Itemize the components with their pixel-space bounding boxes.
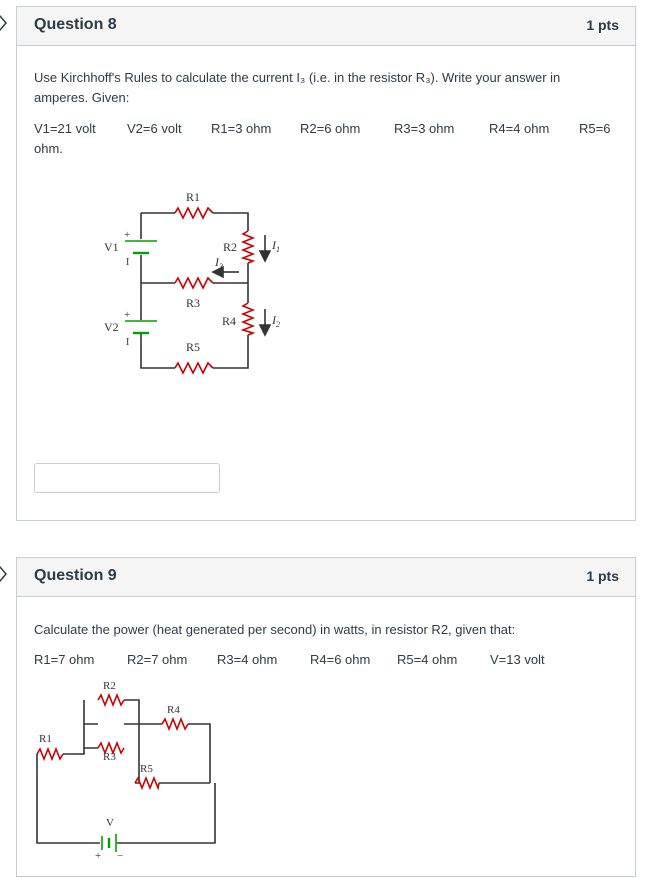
given-value: R1=7 ohm [34, 652, 95, 667]
given-value: R2=7 ohm [127, 652, 188, 667]
label-r4: R4 [167, 704, 180, 716]
given-value: R3=4 ohm [217, 652, 278, 667]
question-9-prompt: Calculate the power (heat generated per … [34, 622, 516, 637]
question-9-given-values: R1=7 ohm R2=7 ohm R3=4 ohm R4=6 ohm R5=4… [34, 652, 634, 670]
label-r1: R1 [186, 190, 200, 204]
label-r2: R2 [103, 680, 116, 692]
given-value: V2=6 volt [127, 121, 182, 136]
label-v2: V2 [104, 320, 119, 334]
label-plus: + [124, 229, 130, 241]
question-9-points: 1 pts [586, 568, 619, 584]
question-marker-icon [0, 566, 7, 582]
label-plus: + [124, 309, 130, 321]
given-value: R5=4 ohm [397, 652, 458, 667]
given-value: R2=6 ohm [300, 121, 361, 136]
question-9-title: Question 9 [34, 567, 117, 584]
label-i1: I1 [271, 238, 280, 254]
label-i3: I3 [214, 255, 223, 271]
question-8-points: 1 pts [586, 17, 619, 33]
label-r5: R5 [186, 340, 200, 354]
given-value: V=13 volt [490, 652, 545, 667]
label-minus: − [117, 850, 123, 862]
label-r3: R3 [103, 751, 116, 763]
given-value: R3=3 ohm [394, 121, 455, 136]
question-8-card: Question 8 1 pts Use Kirchhoff's Rules t… [16, 6, 636, 521]
label-r4: R4 [222, 314, 236, 328]
label-r5: R5 [140, 763, 153, 775]
label-i2: I2 [271, 313, 280, 329]
label-v: V [106, 817, 114, 829]
label-r2: R2 [223, 240, 237, 254]
question-8-circuit-diagram: R1 R2 R3 R4 R5 V1 V2 + I + I I1 I2 I3 [104, 190, 280, 375]
question-9-card: Question 9 1 pts Calculate the power (he… [16, 557, 636, 877]
question-8-prompt: Use Kirchhoff's Rules to calculate the c… [34, 70, 561, 105]
given-value: R5=6 [579, 121, 611, 136]
label-minus: I [126, 337, 129, 348]
question-9-header: Question 9 1 pts [17, 558, 635, 597]
given-value: V1=21 volt [34, 121, 96, 136]
question-9-circuit-diagram: R2 R3 R4 R1 R5 V + − [36, 680, 216, 862]
given-value-wrap: ohm. [34, 141, 63, 156]
label-r1: R1 [39, 733, 52, 745]
label-minus: I [126, 257, 129, 268]
question-8-given-values: V1=21 volt V2=6 volt R1=3 ohm R2=6 ohm R… [34, 121, 634, 139]
question-8-title: Question 8 [34, 16, 117, 33]
question-8-header: Question 8 1 pts [17, 7, 635, 46]
given-value: R4=6 ohm [310, 652, 371, 667]
given-value: R4=4 ohm [489, 121, 550, 136]
given-value: R1=3 ohm [211, 121, 272, 136]
question-marker-icon [0, 15, 7, 31]
label-plus: + [95, 850, 101, 862]
label-r3: R3 [186, 296, 200, 310]
label-v1: V1 [104, 240, 119, 254]
answer-input[interactable] [34, 463, 220, 493]
